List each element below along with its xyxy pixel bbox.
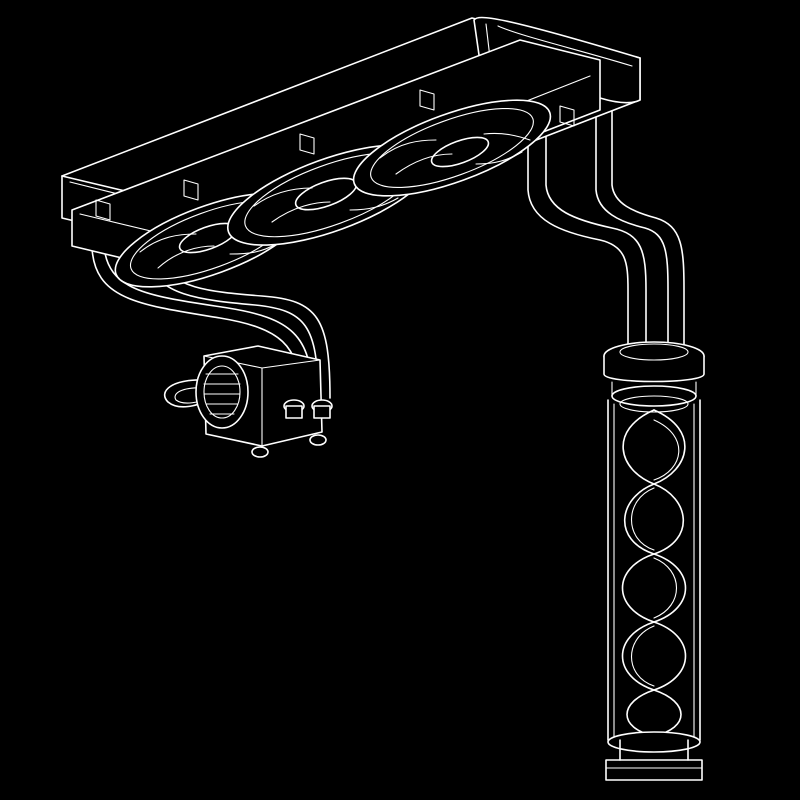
reservoir-spiral-coil	[621, 409, 687, 737]
pump-block	[163, 345, 333, 458]
fan-3	[352, 99, 552, 197]
reservoir	[603, 341, 705, 781]
